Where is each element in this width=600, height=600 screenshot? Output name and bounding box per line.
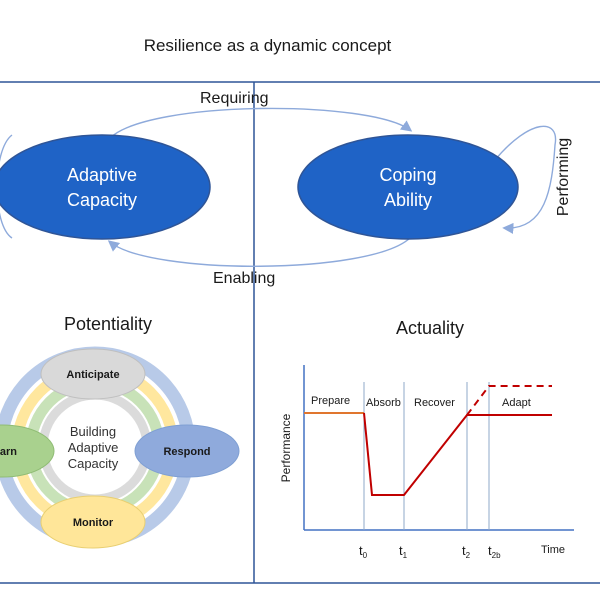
- potentiality-diagram: Anticipate Respond Monitor Learn Buildin…: [0, 346, 240, 549]
- performing-label-text: Performing: [555, 137, 572, 217]
- left-loop-arrow: [0, 134, 13, 239]
- tick-t0: t0: [359, 543, 368, 560]
- phase-recover: Recover: [414, 397, 455, 409]
- tick-t2b-base: t: [488, 543, 492, 558]
- adaptive-capacity-text: Adaptive Capacity: [27, 163, 177, 213]
- phase-adapt: Adapt: [502, 397, 531, 409]
- anticipate-label: Anticipate: [66, 369, 119, 381]
- phase-absorb: Absorb: [366, 397, 401, 409]
- anticipate-node: [40, 348, 146, 400]
- coping-ability-text: Coping Ability: [333, 163, 483, 213]
- tick-t2: t2: [462, 543, 471, 560]
- tick-t2-base: t: [462, 543, 466, 558]
- center-text-line-2: Adaptive: [68, 440, 119, 455]
- requiring-arrow: [109, 107, 413, 139]
- tick-t2b-sub: 2b: [492, 551, 501, 560]
- actuality-title: Actuality: [395, 318, 465, 338]
- center-text-line-3: Capacity: [68, 456, 119, 471]
- tick-t0-base: t: [359, 543, 363, 558]
- respond-label: Respond: [163, 446, 210, 458]
- y-axis-label: Performance: [279, 413, 293, 482]
- potentiality-title: Potentiality: [63, 314, 153, 334]
- adaptive-capacity-ellipse: [0, 134, 211, 240]
- capacity-ability-cycle: [0, 107, 557, 267]
- tick-t1-base: t: [399, 543, 403, 558]
- tick-t2-sub: 2: [466, 551, 471, 560]
- tick-t1-sub: 1: [403, 551, 408, 560]
- adaptive-capacity-line-1: Adaptive: [66, 165, 138, 185]
- coping-ability-line-2: Ability: [383, 190, 432, 210]
- performing-loop-arrow: [494, 125, 557, 235]
- learn-label: Learn: [0, 446, 17, 458]
- tick-t2b: t2b: [488, 543, 501, 560]
- tick-t1: t1: [399, 543, 408, 560]
- center-text-line-1: Building: [70, 424, 116, 439]
- actuality-chart: Prepare Absorb Recover Adapt Performance…: [279, 365, 574, 560]
- x-axis-label: Time: [541, 544, 565, 556]
- adapted-performance-line: [466, 385, 552, 416]
- tick-t0-sub: 0: [363, 551, 368, 560]
- phase-prepare: Prepare: [311, 395, 350, 407]
- disrupted-performance-line: [363, 412, 552, 496]
- adaptive-capacity-line-2: Capacity: [66, 190, 138, 210]
- enabling-label: Enabling: [213, 270, 276, 287]
- monitor-node: [40, 495, 146, 549]
- monitor-label: Monitor: [73, 517, 114, 529]
- learn-node: [0, 424, 55, 478]
- page-title: Resilience as a dynamic concept: [143, 36, 392, 55]
- requiring-label: Requiring: [200, 90, 269, 107]
- enabling-arrow: [107, 237, 411, 267]
- coping-ability-line-1: Coping: [379, 165, 437, 185]
- performing-label: Performing: [553, 112, 575, 242]
- coping-ability-ellipse: [297, 134, 519, 240]
- respond-node: [134, 424, 240, 478]
